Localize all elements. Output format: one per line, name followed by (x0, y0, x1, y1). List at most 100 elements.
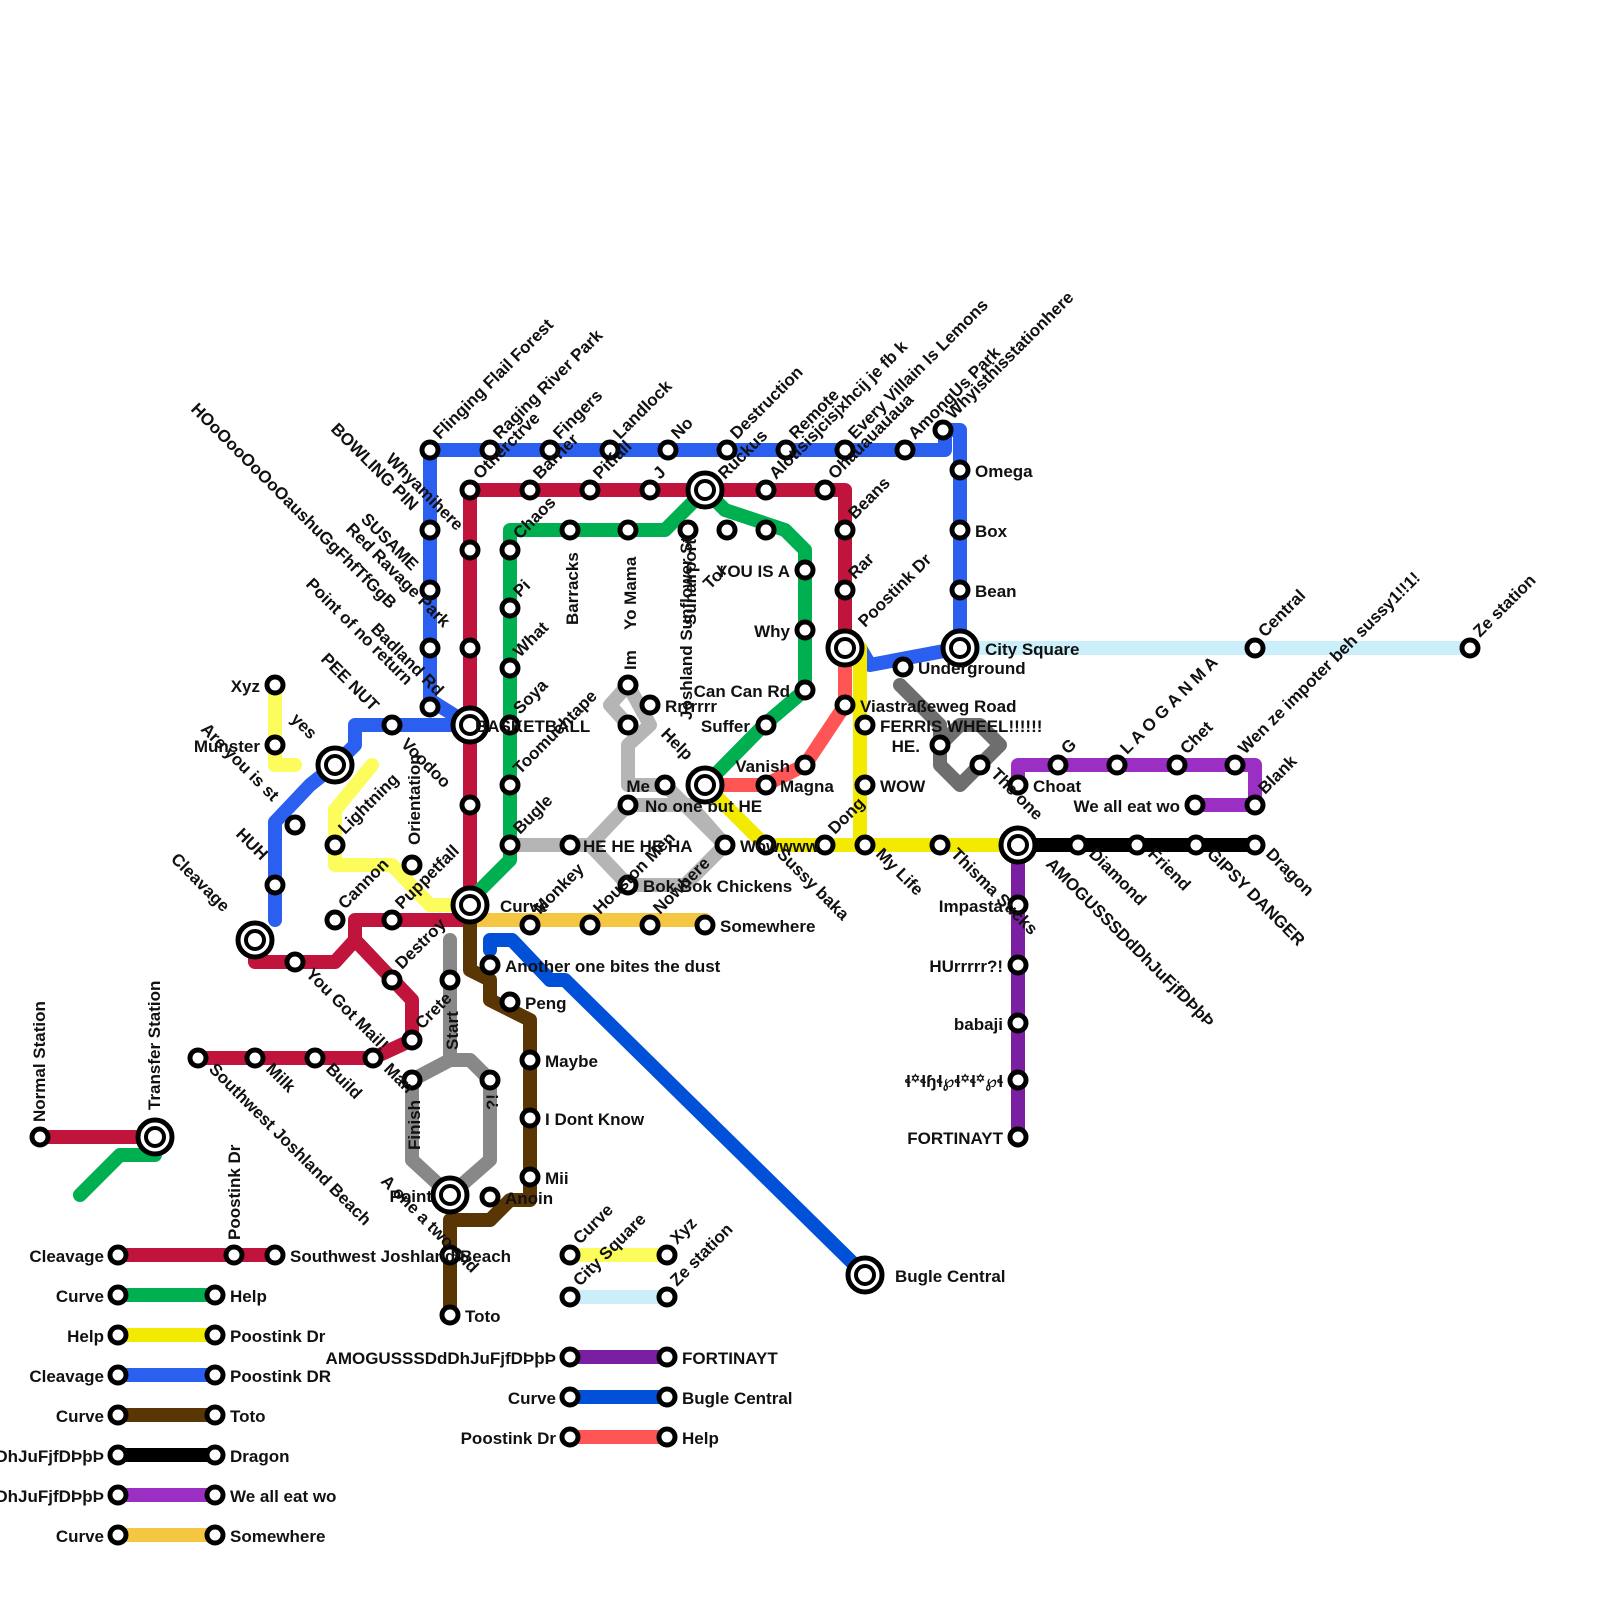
station-marker[interactable] (642, 697, 658, 713)
station-marker[interactable] (502, 600, 518, 616)
station-marker[interactable] (502, 837, 518, 853)
station-marker[interactable] (952, 462, 968, 478)
station-marker[interactable] (110, 1487, 126, 1503)
station-marker[interactable] (817, 482, 833, 498)
station-marker[interactable] (422, 442, 438, 458)
station-marker[interactable] (797, 682, 813, 698)
station-marker[interactable] (32, 1129, 48, 1145)
station-marker[interactable] (522, 1169, 538, 1185)
station-marker[interactable] (190, 1050, 206, 1066)
station-marker[interactable] (660, 442, 676, 458)
station-marker[interactable] (327, 837, 343, 853)
station-marker[interactable] (620, 717, 636, 733)
station-marker[interactable] (952, 522, 968, 538)
station-marker[interactable] (1010, 1129, 1026, 1145)
station-marker[interactable] (1187, 797, 1203, 813)
station-marker[interactable] (226, 1247, 242, 1263)
station-marker[interactable] (522, 1110, 538, 1126)
station-marker[interactable] (857, 777, 873, 793)
station-marker[interactable] (562, 837, 578, 853)
station-marker[interactable] (1010, 1015, 1026, 1031)
station-marker[interactable] (1247, 640, 1263, 656)
station-marker[interactable] (680, 522, 696, 538)
station-marker[interactable] (659, 1429, 675, 1445)
station-marker[interactable] (1169, 757, 1185, 773)
station-marker[interactable] (522, 482, 538, 498)
station-marker[interactable] (207, 1287, 223, 1303)
station-marker[interactable] (207, 1407, 223, 1423)
station-marker[interactable] (857, 837, 873, 853)
station-marker[interactable] (659, 1289, 675, 1305)
station-marker[interactable] (758, 482, 774, 498)
station-marker[interactable] (287, 954, 303, 970)
station-marker[interactable] (502, 542, 518, 558)
station-marker[interactable] (837, 582, 853, 598)
station-marker[interactable] (797, 622, 813, 638)
station-marker[interactable] (1188, 837, 1204, 853)
station-marker[interactable] (1129, 837, 1145, 853)
station-marker[interactable] (110, 1527, 126, 1543)
station-marker[interactable] (659, 1389, 675, 1405)
station-marker[interactable] (522, 917, 538, 933)
station-marker[interactable] (1109, 757, 1125, 773)
station-marker[interactable] (562, 522, 578, 538)
station-marker[interactable] (797, 757, 813, 773)
station-marker[interactable] (562, 1289, 578, 1305)
station-marker[interactable] (502, 777, 518, 793)
station-marker[interactable] (758, 717, 774, 733)
station-marker[interactable] (110, 1367, 126, 1383)
station-marker[interactable] (1010, 1072, 1026, 1088)
station-marker[interactable] (287, 817, 303, 833)
station-marker[interactable] (462, 797, 478, 813)
station-marker[interactable] (482, 1189, 498, 1205)
station-marker[interactable] (797, 562, 813, 578)
station-marker[interactable] (1010, 957, 1026, 973)
station-marker[interactable] (562, 1247, 578, 1263)
station-marker[interactable] (657, 777, 673, 793)
station-marker[interactable] (110, 1327, 126, 1343)
station-marker[interactable] (462, 640, 478, 656)
station-marker[interactable] (384, 912, 400, 928)
station-marker[interactable] (758, 522, 774, 538)
station-marker[interactable] (482, 1072, 498, 1088)
station-marker[interactable] (327, 912, 343, 928)
station-marker[interactable] (442, 1307, 458, 1323)
station-marker[interactable] (895, 659, 911, 675)
station-marker[interactable] (207, 1447, 223, 1463)
station-marker[interactable] (758, 777, 774, 793)
station-marker[interactable] (620, 797, 636, 813)
station-marker[interactable] (562, 1429, 578, 1445)
station-marker[interactable] (1227, 757, 1243, 773)
station-marker[interactable] (110, 1287, 126, 1303)
station-marker[interactable] (659, 1247, 675, 1263)
station-marker[interactable] (404, 857, 420, 873)
station-marker[interactable] (837, 697, 853, 713)
station-marker[interactable] (384, 972, 400, 988)
station-marker[interactable] (897, 442, 913, 458)
station-marker[interactable] (817, 837, 833, 853)
station-marker[interactable] (582, 917, 598, 933)
station-marker[interactable] (267, 677, 283, 693)
station-marker[interactable] (952, 582, 968, 598)
station-marker[interactable] (642, 482, 658, 498)
station-marker[interactable] (857, 717, 873, 733)
station-marker[interactable] (972, 757, 988, 773)
station-marker[interactable] (1050, 757, 1066, 773)
station-marker[interactable] (307, 1050, 323, 1066)
station-marker[interactable] (1247, 797, 1263, 813)
station-marker[interactable] (462, 542, 478, 558)
station-marker[interactable] (267, 737, 283, 753)
station-marker[interactable] (659, 1349, 675, 1365)
station-marker[interactable] (522, 1052, 538, 1068)
station-marker[interactable] (110, 1247, 126, 1263)
station-marker[interactable] (267, 877, 283, 893)
station-marker[interactable] (582, 482, 598, 498)
station-marker[interactable] (935, 422, 951, 438)
station-marker[interactable] (422, 640, 438, 656)
station-marker[interactable] (562, 1389, 578, 1405)
station-marker[interactable] (620, 522, 636, 538)
station-marker[interactable] (620, 677, 636, 693)
station-marker[interactable] (442, 972, 458, 988)
station-marker[interactable] (384, 717, 400, 733)
station-marker[interactable] (267, 1247, 283, 1263)
